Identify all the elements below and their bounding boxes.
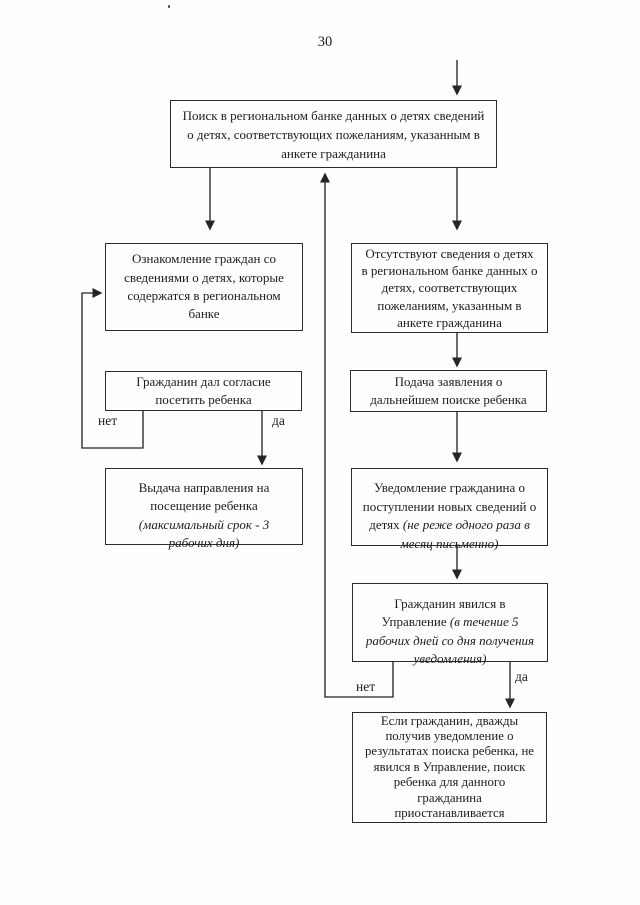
edge-label-no-left: нет <box>98 413 118 428</box>
flow-box-text: Ознакомление граждан со сведениями о дет… <box>124 251 284 322</box>
flow-box-further-search-application: Подача заявления о дальнейшем поиске реб… <box>350 370 547 412</box>
edge-label-yes-left: да <box>272 413 285 428</box>
page-number: 30 <box>317 34 333 50</box>
flow-box-no-matching-data: Отсутствуют сведения о детях в региональ… <box>351 243 548 333</box>
flow-box-consent-to-visit: Гражданин дал согласие посетить ребенка <box>105 371 302 411</box>
edge-label-yes-right: да <box>515 669 528 684</box>
flow-box-text: Гражданин явился в Управление <box>381 595 506 630</box>
flow-box-text: Отсутствуют сведения о детях в региональ… <box>361 246 538 330</box>
flow-box-text: Подача заявления о дальнейшем поиске реб… <box>370 373 527 407</box>
flow-box-note-italic: (не реже одного раза в месяц письменно) <box>400 517 530 551</box>
flow-box-search-suspended: Если гражданин, дважды получив уведомлен… <box>352 712 547 823</box>
flow-box-visit-referral: Выдача направления на посещение ребенка … <box>105 468 303 550</box>
flow-box-search-regional-bank: Поиск в региональном банке данных о детя… <box>170 100 497 168</box>
edge-label-no-right: нет <box>356 679 376 694</box>
flow-box-note-italic: (в течение 5 рабочих дней со дня получен… <box>365 614 535 667</box>
flow-box-familiarization: Ознакомление граждан со сведениями о дет… <box>105 243 303 331</box>
flow-box-citizen-appeared: Гражданин явился в Управление (в течение… <box>352 583 548 666</box>
flow-box-text: Выдача направления на посещение ребенка <box>138 479 270 514</box>
scan-artifact-dot <box>168 5 170 8</box>
flow-box-text: Гражданин дал согласие посетить ребенка <box>136 373 271 407</box>
flow-box-text: Если гражданин, дважды получив уведомлен… <box>365 713 534 821</box>
flow-box-text: Поиск в региональном банке данных о детя… <box>182 107 485 161</box>
flow-box-note-italic: (максимальный срок - 3 рабочих дня) <box>138 516 270 551</box>
flow-box-notification-new-data: Уведомление гражданина о поступлении нов… <box>351 468 548 551</box>
flow-box-text: Уведомление гражданина о поступлении нов… <box>362 480 537 533</box>
